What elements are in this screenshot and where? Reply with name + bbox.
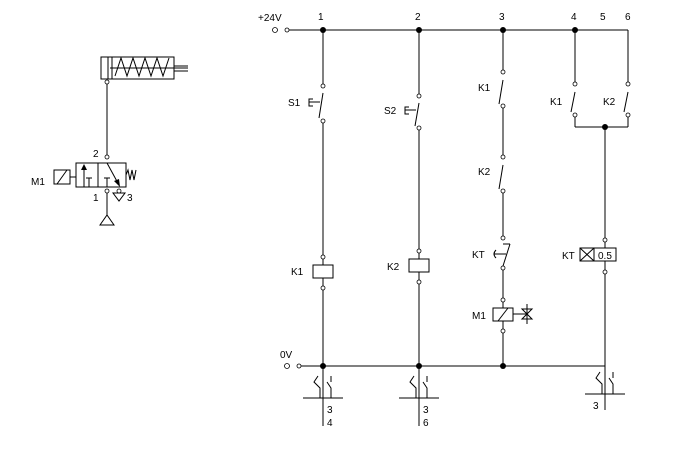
rung-2: S2 K2 [384,30,430,366]
cross-ref-bottom: 6 [423,418,429,429]
k2-contact [498,164,504,190]
port-2-label: 2 [93,149,99,160]
k2-contact-label: K2 [478,167,491,178]
k1-contact [570,91,576,113]
rung-1: S1 K1 [288,30,334,366]
rung-3: K1 K2 KT M1 [472,30,534,366]
exhaust-icon [112,192,126,202]
cross-ref-k2: 3 6 [399,366,439,429]
k2-coil [408,258,430,273]
cross-ref-k1: 3 4 [303,366,343,429]
k1-coil [312,264,334,279]
k2-contact [623,91,629,113]
rung-number: 1 [318,12,324,23]
k1-contact-label: K1 [550,97,563,108]
rung-number: 5 [600,12,606,23]
kt-contact-label: KT [472,250,485,261]
ladder-circuit: +24V 0V 1 2 3 4 5 6 [258,12,631,429]
port-1-label: 1 [93,193,99,204]
cross-ref-top: 3 [327,405,333,416]
s1-pushbutton [318,92,324,119]
k2-coil-label: K2 [387,262,400,273]
s2-label: S2 [384,106,397,117]
directional-valve-3-2 [53,162,137,226]
solenoid-label: M1 [31,177,45,188]
diode-icon [513,304,534,324]
spring-icon [125,168,137,181]
kt-coil-label: KT [562,251,575,262]
cross-ref-bottom: 4 [327,418,333,429]
cross-ref-kt: 3 [585,366,625,412]
rung-number: 2 [415,12,421,23]
rung-number: 4 [571,12,577,23]
port-3-label: 3 [127,193,133,204]
s1-label: S1 [288,98,301,109]
pneumatic-circuit: M1 2 1 3 [31,56,188,226]
supply-0v-label: 0V [280,350,293,361]
cross-ref-top: 3 [593,401,599,412]
rung-number: 6 [625,12,631,23]
spring-return-cylinder [100,56,188,85]
k1-contact [498,79,504,105]
m1-coil-label: M1 [472,311,486,322]
kt-delay-value: 0.5 [598,251,612,262]
k1-coil-label: K1 [291,267,304,278]
pressure-source-icon [99,214,115,226]
k2-contact-label: K2 [603,97,616,108]
s2-pushbutton [414,102,420,127]
k1-contact-label: K1 [478,83,491,94]
rung-4-6: K1 K2 KT 0.5 [550,30,631,366]
rung-number: 3 [499,12,505,23]
supply-24v-label: +24V [258,13,282,24]
cross-ref-top: 3 [423,405,429,416]
kt-timer-coil [579,247,617,262]
kt-timed-contact [502,243,511,267]
